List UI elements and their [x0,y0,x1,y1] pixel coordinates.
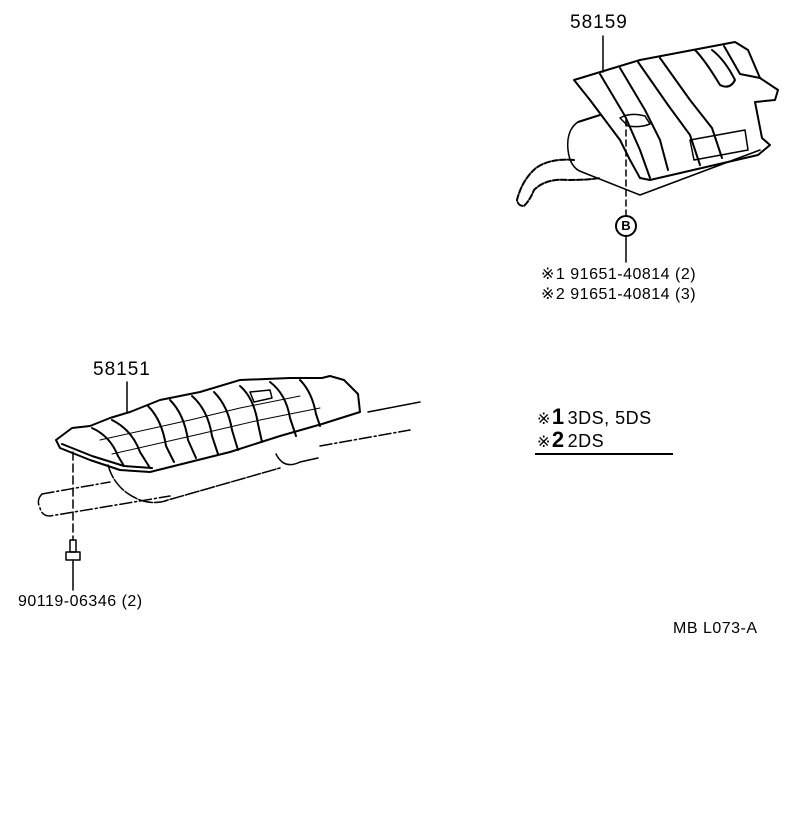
rear-muffler-drawing [516,35,779,263]
legend-index: 2 [551,427,565,452]
fastener-note-2[interactable]: ※2 91651-40814 (3) [541,284,696,304]
fastener-note-1[interactable]: ※1 91651-40814 (2) [541,264,696,284]
part-number-58159[interactable]: 58159 [570,12,628,33]
legend-text: 2DS [567,431,605,451]
legend-text: 3DS, 5DS [567,408,652,428]
part-number-58151[interactable]: 58151 [93,359,151,380]
reference-mark-icon: ※ [541,286,555,303]
fastener-part-number: 91651-40814 (2) [570,266,697,283]
fastener-part-number: 91651-40814 (3) [570,286,697,303]
reference-marker-b: B [615,215,637,237]
reference-mark-icon: ※ [537,411,551,428]
note-index: 2 [555,286,566,303]
legend-underline [535,453,673,455]
reference-mark-icon: ※ [537,434,551,451]
legend-index: 1 [551,404,565,429]
bolt-part-number[interactable]: 90119-06346 (2) [18,593,143,610]
front-converter-drawing [37,375,421,591]
reference-mark-icon: ※ [541,266,555,283]
drawing-code: MB L073-A [673,620,758,637]
note-index: 1 [555,266,566,283]
